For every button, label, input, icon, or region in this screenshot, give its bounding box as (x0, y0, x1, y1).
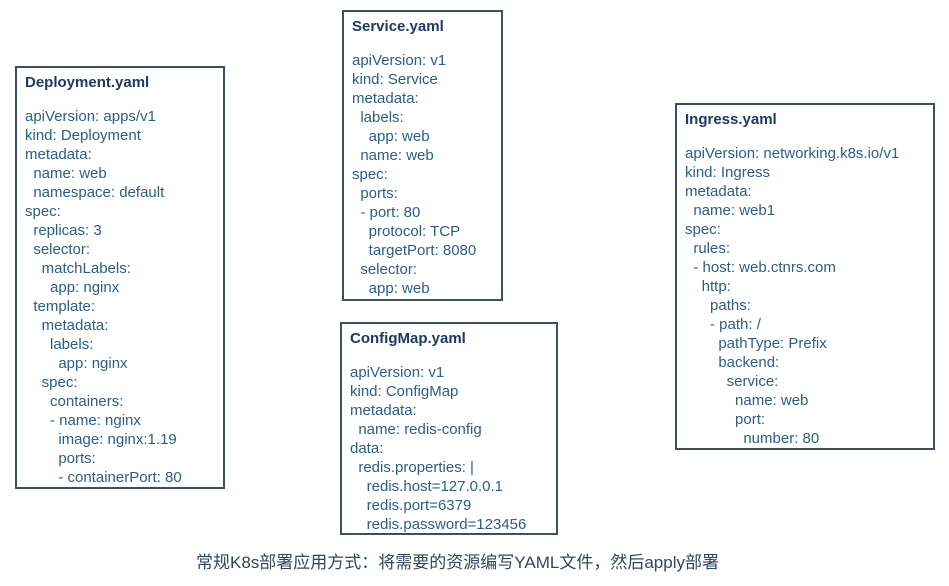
deployment-yaml-code: apiVersion: apps/v1 kind: Deployment met… (25, 108, 182, 486)
deployment-yaml-card: Deployment.yaml apiVersion: apps/v1 kind… (15, 66, 225, 489)
diagram-caption: 常规K8s部署应用方式：将需要的资源编写YAML文件，然后apply部署 (196, 553, 719, 572)
service-yaml-card: Service.yaml apiVersion: v1 kind: Servic… (342, 10, 503, 301)
deployment-yaml-title: Deployment.yaml (25, 74, 150, 91)
service-yaml-title: Service.yaml (352, 18, 444, 35)
ingress-yaml-title: Ingress.yaml (685, 111, 777, 128)
service-yaml-code: apiVersion: v1 kind: Service metadata: l… (352, 52, 477, 297)
ingress-yaml-card: Ingress.yaml apiVersion: networking.k8s.… (675, 103, 935, 450)
configmap-yaml-code: apiVersion: v1 kind: ConfigMap metadata:… (350, 364, 527, 533)
ingress-yaml-code: apiVersion: networking.k8s.io/v1 kind: I… (685, 145, 900, 447)
configmap-yaml-card: ConfigMap.yaml apiVersion: v1 kind: Conf… (340, 322, 558, 535)
configmap-yaml-title: ConfigMap.yaml (350, 330, 466, 347)
